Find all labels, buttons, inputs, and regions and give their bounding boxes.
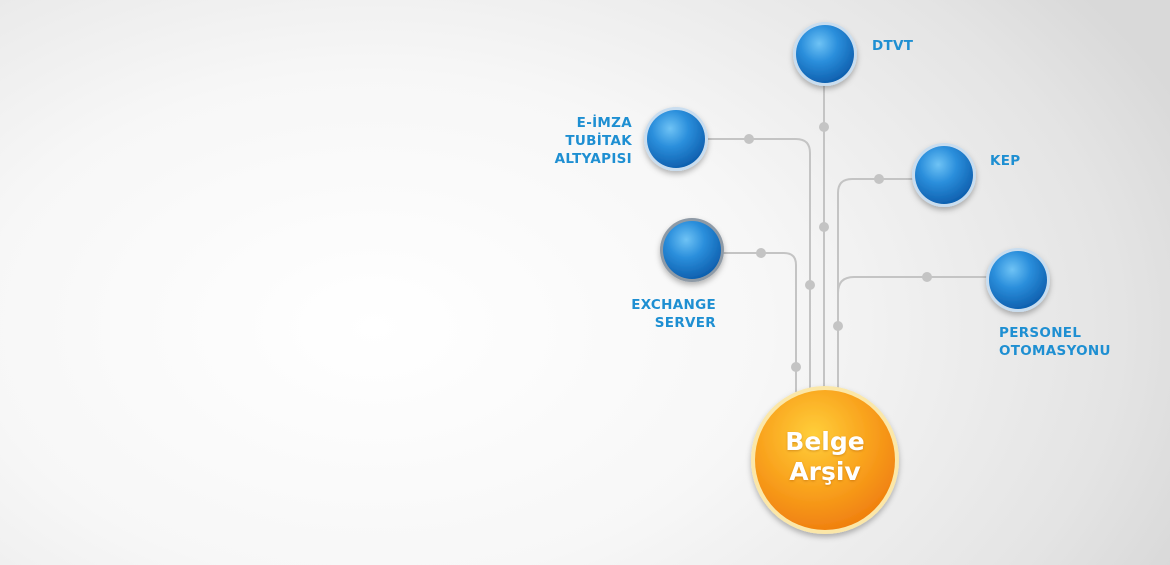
- label-line: TUBİTAK: [565, 133, 632, 149]
- center-label-line: Belge: [785, 427, 865, 456]
- junction-dot: [819, 122, 829, 132]
- junction-dot: [833, 321, 843, 331]
- label-line: SERVER: [654, 315, 716, 331]
- label-line: KEP: [990, 153, 1021, 169]
- label-dtvt: DTVT: [872, 37, 913, 55]
- node-belge-arsiv: [751, 386, 899, 534]
- label-e-imza: E-İMZA TUBİTAK ALTYAPISI: [520, 114, 632, 168]
- node-kep: [912, 143, 976, 207]
- junction-dot: [756, 248, 766, 258]
- node-dtvt: [793, 22, 857, 86]
- junction-dot: [819, 222, 829, 232]
- junction-dot: [791, 362, 801, 372]
- label-exchange: EXCHANGE SERVER: [600, 296, 716, 332]
- label-line: OTOMASYONU: [999, 343, 1111, 359]
- node-exchange: [660, 218, 724, 282]
- node-personel: [986, 248, 1050, 312]
- label-personel: PERSONEL OTOMASYONU: [999, 324, 1111, 360]
- connector-personel: [837, 276, 988, 392]
- label-kep: KEP: [990, 152, 1020, 170]
- connector-e-imza: [708, 138, 811, 392]
- connector-kep: [837, 178, 914, 392]
- label-line: PERSONEL: [999, 325, 1082, 341]
- center-label: Belge Arşiv: [750, 427, 900, 487]
- node-e-imza: [644, 107, 708, 171]
- label-line: DTVT: [872, 38, 914, 54]
- label-line: EXCHANGE: [631, 297, 716, 313]
- junction-dot: [922, 272, 932, 282]
- junction-dot: [744, 134, 754, 144]
- center-label-line: Arşiv: [789, 457, 861, 486]
- label-line: ALTYAPISI: [554, 151, 632, 167]
- connector-lines: [708, 80, 988, 392]
- junction-dot: [805, 280, 815, 290]
- junction-dots: [744, 122, 932, 372]
- junction-dot: [874, 174, 884, 184]
- label-line: E-İMZA: [576, 115, 632, 131]
- connector-exchange: [722, 252, 797, 392]
